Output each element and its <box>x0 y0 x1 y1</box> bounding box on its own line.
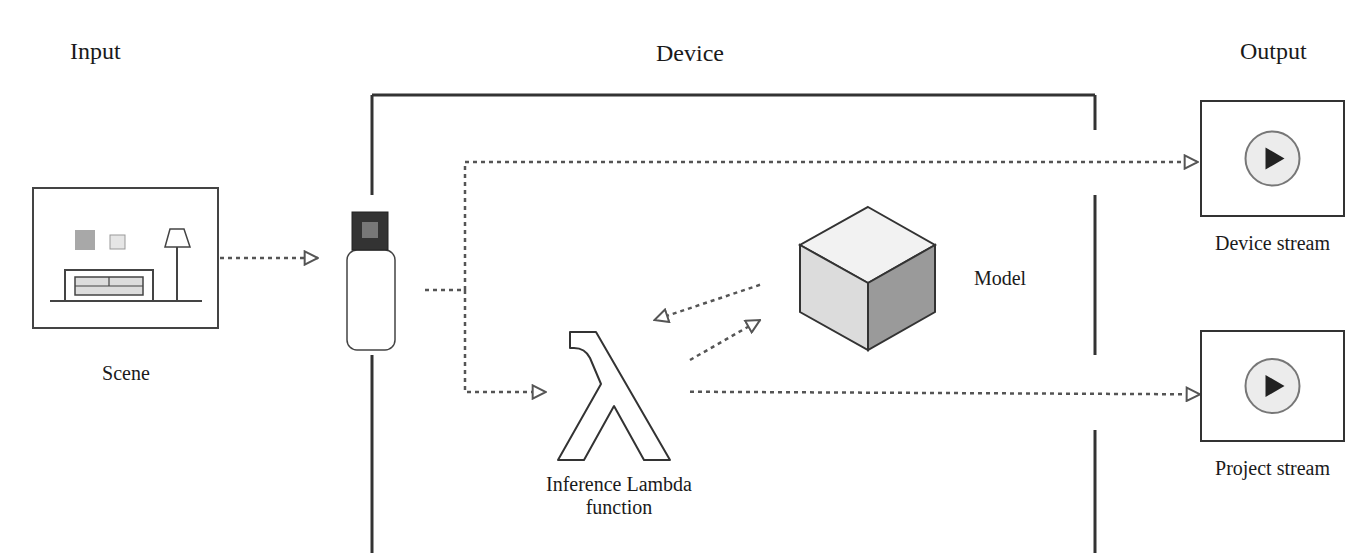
device-frame-outline <box>372 35 1096 553</box>
column-heading: Input <box>70 38 121 65</box>
column-heading: Output <box>1240 38 1307 65</box>
device-frame: Inference Lambda function Model Device <box>372 35 1096 553</box>
lambda-function: Inference Lambda function <box>548 320 703 525</box>
device-stream-box: Device stream <box>1200 100 1365 260</box>
node-label: Device stream <box>1180 232 1365 255</box>
dashed-arrow <box>690 392 1200 395</box>
node-label: Device <box>580 40 800 68</box>
node-label: Inference Lambda function <box>535 473 703 519</box>
dashed-arrow <box>690 320 760 360</box>
camera-device <box>347 212 395 350</box>
node-label: Scene <box>30 362 222 385</box>
node-label: Model <box>945 267 1055 290</box>
model-cube: Model <box>760 200 1060 360</box>
dashed-arrow <box>655 285 761 320</box>
scene-box: Scene <box>30 185 222 400</box>
project-stream-box: Project stream <box>1200 330 1365 495</box>
inference-wire <box>465 290 546 392</box>
input-arrow <box>220 257 318 260</box>
node-label: Project stream <box>1180 457 1365 480</box>
